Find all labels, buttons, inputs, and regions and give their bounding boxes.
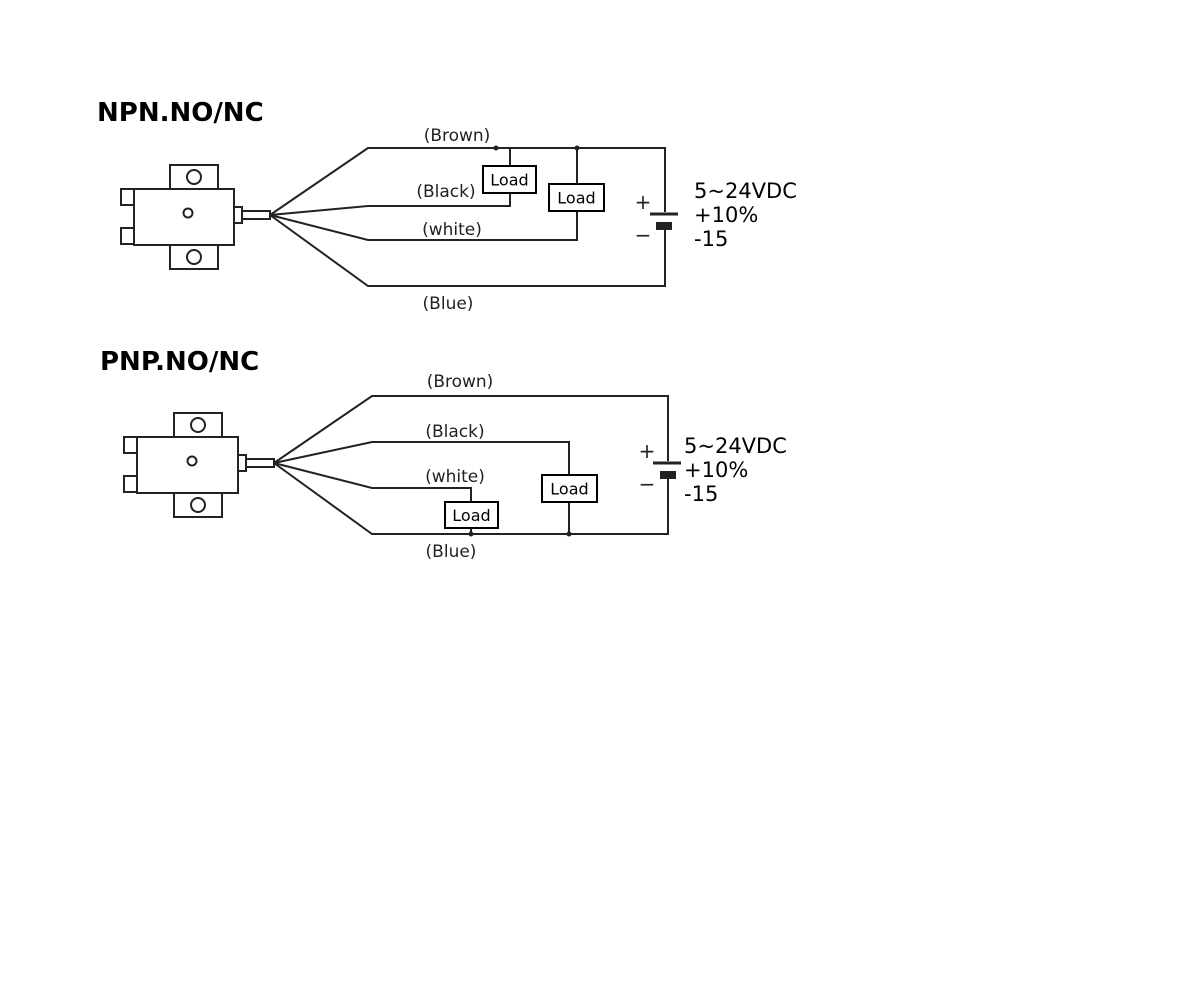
npn-supply-tol-minus: -15 xyxy=(694,227,728,251)
pnp-junction-1 xyxy=(468,531,474,537)
npn-wire-blue xyxy=(269,214,666,287)
pnp-label-brown: (Brown) xyxy=(427,372,494,392)
npn-mount-hole-top xyxy=(186,169,202,185)
pnp-junction-2 xyxy=(566,531,572,537)
npn-load-2: Load xyxy=(548,183,605,212)
npn-cable-gland xyxy=(233,206,243,224)
npn-load-2-label: Load xyxy=(557,189,595,208)
pnp-title: PNP.NO/NC xyxy=(100,347,259,377)
npn-label-white: (white) xyxy=(422,220,482,240)
npn-label-brown: (Brown) xyxy=(424,126,491,146)
npn-wire-black xyxy=(269,194,511,216)
pnp-sensor-fork-bottom xyxy=(123,475,138,493)
npn-indicator-led xyxy=(182,207,194,219)
npn-junction-1 xyxy=(493,145,499,151)
pnp-cable xyxy=(245,458,275,468)
npn-wire-white xyxy=(269,212,578,241)
npn-battery-minus: − xyxy=(635,223,652,247)
pnp-mount-hole-top xyxy=(190,417,206,433)
pnp-battery-minus: − xyxy=(639,472,656,496)
pnp-wire-black xyxy=(273,441,570,475)
pnp-supply-tol-plus: +10% xyxy=(684,458,748,482)
pnp-supply-tol-minus: -15 xyxy=(684,482,718,506)
pnp-battery-plus: + xyxy=(639,439,656,463)
pnp-wire-blue xyxy=(273,462,669,535)
npn-sensor-fork-bottom xyxy=(120,227,135,245)
pnp-diagram: PNP.NO/NC Load xyxy=(100,347,787,562)
npn-label-black: (Black) xyxy=(416,182,475,202)
pnp-indicator-led xyxy=(186,455,198,467)
npn-supply-voltage: 5~24VDC xyxy=(694,179,797,203)
pnp-sensor-core xyxy=(136,436,239,494)
pnp-label-white: (white) xyxy=(425,467,485,487)
pnp-load-1-label: Load xyxy=(452,506,490,525)
pnp-wire-brown xyxy=(273,395,669,464)
npn-junction-2 xyxy=(574,145,580,151)
npn-supply-tol-plus: +10% xyxy=(694,203,758,227)
pnp-cable-gland xyxy=(237,454,247,472)
pnp-load-2-label: Load xyxy=(550,480,588,499)
pnp-sensor-fork-top xyxy=(123,436,138,454)
npn-battery-icon: + − xyxy=(635,190,678,247)
pnp-wire-white xyxy=(273,462,472,502)
pnp-label-black: (Black) xyxy=(425,422,484,442)
npn-label-blue: (Blue) xyxy=(423,294,474,314)
npn-cable xyxy=(241,210,271,220)
npn-wire-brown xyxy=(269,147,666,216)
npn-sensor-icon xyxy=(120,164,271,270)
npn-sensor-core xyxy=(133,188,235,246)
npn-load-1-label: Load xyxy=(490,171,528,190)
pnp-sensor-icon xyxy=(123,412,275,518)
npn-sensor-fork-top xyxy=(120,188,135,206)
pnp-load-2: Load xyxy=(541,474,598,503)
npn-load-1: Load xyxy=(482,165,537,194)
pnp-label-blue: (Blue) xyxy=(426,542,477,562)
pnp-supply-voltage: 5~24VDC xyxy=(684,434,787,458)
npn-battery-plus: + xyxy=(635,190,652,214)
pnp-mount-hole-bottom xyxy=(190,497,206,513)
pnp-battery-icon: + − xyxy=(639,439,681,496)
npn-title: NPN.NO/NC xyxy=(97,98,264,128)
npn-mount-hole-bottom xyxy=(186,249,202,265)
npn-diagram: NPN.NO/NC Load xyxy=(97,98,797,314)
pnp-load-1: Load xyxy=(444,501,499,529)
